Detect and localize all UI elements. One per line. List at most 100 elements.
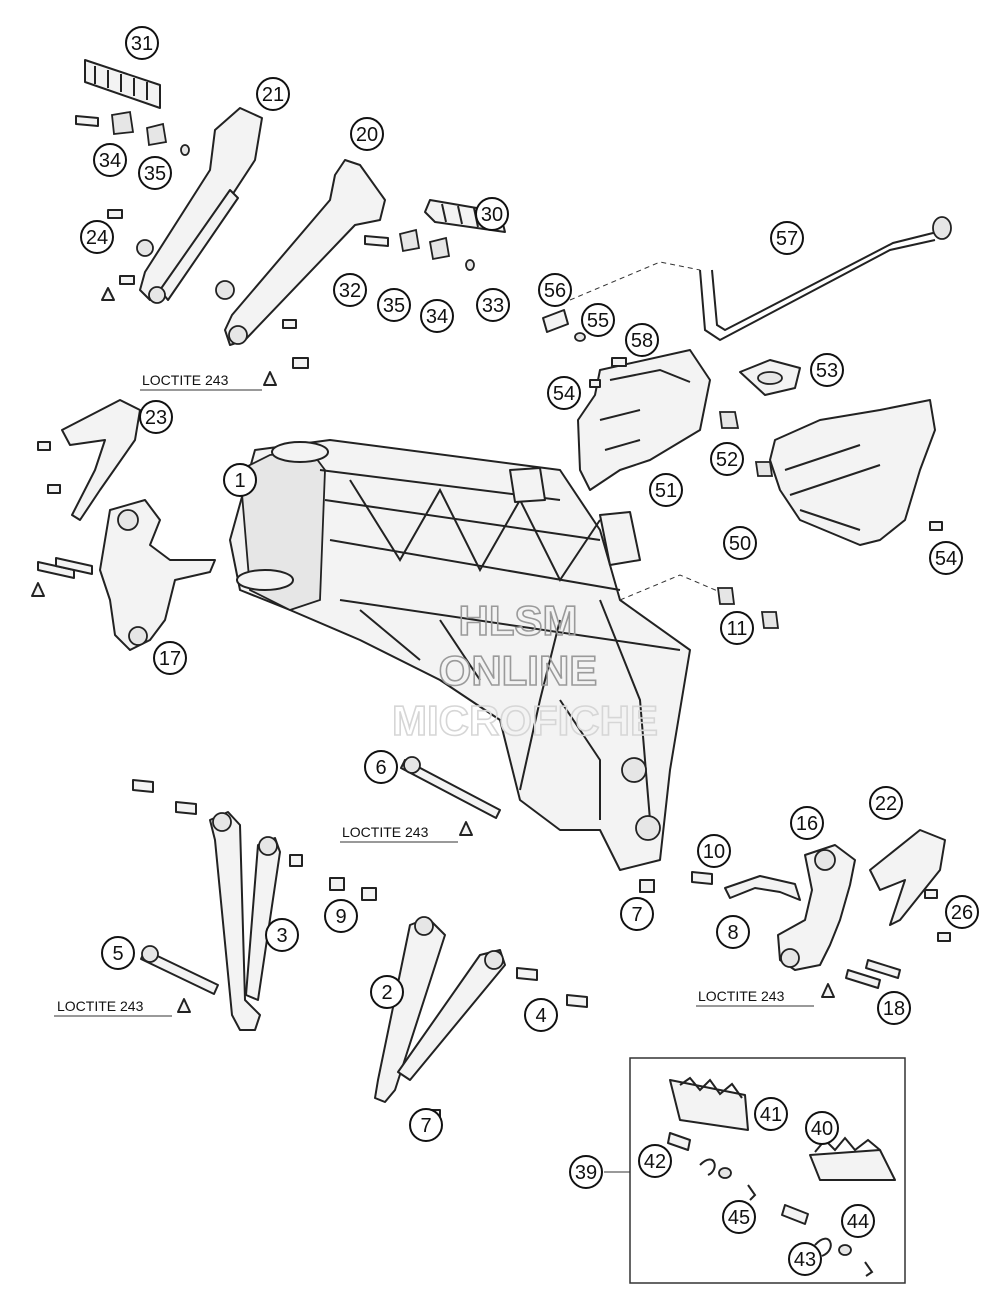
- callout-number: 45: [728, 1207, 750, 1229]
- callout-39: 39: [569, 1155, 603, 1189]
- bracket-3: [132, 779, 303, 1031]
- callout-51: 51: [649, 473, 683, 507]
- callout-41: 41: [754, 1097, 788, 1131]
- callout-circle: [649, 473, 683, 507]
- callout-number: 56: [544, 280, 566, 302]
- callout-number: 34: [426, 306, 448, 328]
- callout-circle: [788, 1242, 822, 1276]
- callout-24: 24: [80, 220, 114, 254]
- callout-35: 35: [377, 288, 411, 322]
- callout-30: 30: [475, 197, 509, 231]
- callout-circle: [581, 303, 615, 337]
- callout-number: 10: [703, 841, 725, 863]
- callout-number: 2: [381, 982, 392, 1004]
- callout-number: 23: [145, 407, 167, 429]
- callout-circle: [929, 541, 963, 575]
- callout-circle: [139, 400, 173, 434]
- footpeg-31: [84, 59, 161, 109]
- callout-circle: [476, 288, 510, 322]
- callout-32: 32: [333, 273, 367, 307]
- callout-number: 4: [535, 1005, 546, 1027]
- part-8: [691, 871, 801, 901]
- callout-17: 17: [153, 641, 187, 675]
- callout-circle: [569, 1155, 603, 1189]
- fittings-56-55: [542, 309, 586, 342]
- callout-circle: [790, 806, 824, 840]
- callout-circle: [524, 998, 558, 1032]
- callout-22: 22: [869, 786, 903, 820]
- callout-circle: [638, 1144, 672, 1178]
- callout-31: 31: [125, 26, 159, 60]
- callout-circle: [547, 376, 581, 410]
- callout-18: 18: [877, 991, 911, 1025]
- callout-number: 32: [339, 280, 361, 302]
- guard-22: [869, 829, 951, 942]
- main-frame: [229, 439, 691, 871]
- watermark-line-1: HLSM: [459, 597, 578, 644]
- tube-57: [569, 216, 952, 342]
- callout-number: 35: [383, 295, 405, 317]
- footrest-bracket-17: [31, 499, 216, 651]
- callout-circle: [80, 220, 114, 254]
- callout-35: 35: [138, 156, 172, 190]
- callout-54: 54: [547, 376, 581, 410]
- callout-circle: [723, 526, 757, 560]
- callout-4: 4: [524, 998, 558, 1032]
- callout-number: 40: [811, 1118, 833, 1140]
- bracket-2: [374, 916, 588, 1122]
- callout-23: 23: [139, 400, 173, 434]
- callout-number: 55: [587, 310, 609, 332]
- callout-11: 11: [720, 611, 754, 645]
- callout-45: 45: [722, 1200, 756, 1234]
- callout-2: 2: [370, 975, 404, 1009]
- nut-7-upper: [639, 879, 655, 893]
- callout-circle: [754, 1097, 788, 1131]
- callout-number: 5: [112, 943, 123, 965]
- callout-circle: [945, 895, 979, 929]
- loctite-label-4: LOCTITE 243: [696, 988, 814, 1007]
- callout-56: 56: [538, 273, 572, 307]
- callout-number: 31: [131, 33, 153, 55]
- loctite-text-2: LOCTITE 243: [342, 824, 429, 840]
- callout-circle: [877, 991, 911, 1025]
- callout-number: 44: [847, 1211, 869, 1233]
- callout-8: 8: [716, 915, 750, 949]
- callout-circle: [810, 353, 844, 387]
- callout-number: 43: [794, 1249, 816, 1271]
- callout-53: 53: [810, 353, 844, 387]
- callout-7: 7: [409, 1108, 443, 1142]
- callout-number: 3: [276, 925, 287, 947]
- callout-circle: [841, 1204, 875, 1238]
- callout-number: 57: [776, 228, 798, 250]
- callout-number: 58: [631, 330, 653, 352]
- callout-26: 26: [945, 895, 979, 929]
- callout-number: 35: [144, 163, 166, 185]
- callout-number: 20: [356, 124, 378, 146]
- callout-40: 40: [805, 1111, 839, 1145]
- loctite-text-3: LOCTITE 243: [57, 998, 144, 1014]
- bolt-6: [400, 756, 501, 836]
- callout-number: 7: [631, 904, 642, 926]
- callout-circle: [620, 897, 654, 931]
- watermark-line-3: MICROFICHE: [392, 697, 658, 744]
- callout-circle: [805, 1111, 839, 1145]
- footrest-bracket-16: [777, 844, 901, 998]
- clips-11: [619, 574, 780, 629]
- callout-number: 26: [951, 902, 973, 924]
- callout-circle: [370, 975, 404, 1009]
- callout-number: 1: [234, 470, 245, 492]
- footpeg-bracket-20: [215, 159, 386, 346]
- part-53: [739, 359, 801, 396]
- callout-number: 42: [644, 1151, 666, 1173]
- airbox-51: [577, 349, 711, 491]
- part-50: [718, 399, 943, 546]
- callout-number: 6: [375, 757, 386, 779]
- callout-circle: [770, 221, 804, 255]
- callout-9: 9: [324, 899, 358, 933]
- nuts-9: [329, 877, 377, 901]
- callout-43: 43: [788, 1242, 822, 1276]
- bolt-5: [140, 945, 219, 1013]
- callout-circle: [333, 273, 367, 307]
- callout-44: 44: [841, 1204, 875, 1238]
